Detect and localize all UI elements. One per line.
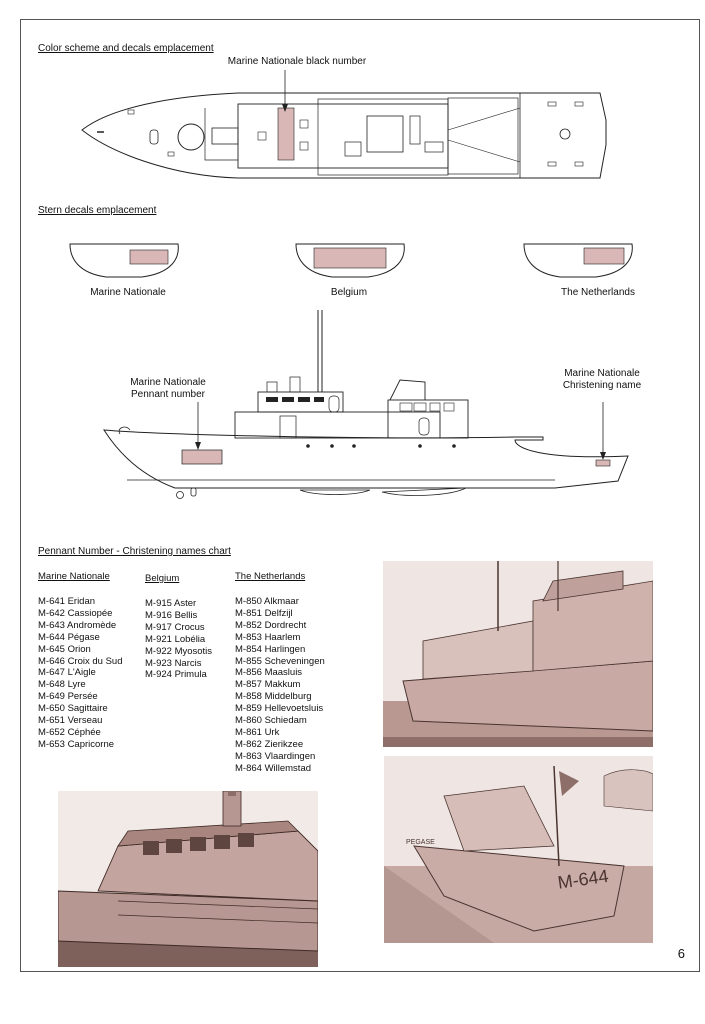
list-item: M-852 Dordrecht [235,619,307,631]
callout-christening-line2: Christening name [562,380,642,391]
list-item: M-641 Eridan [38,596,96,607]
list-item: M-851 Delfzijl [235,607,293,619]
list-item: M-653 Capricorne [38,738,115,750]
list-item: M-647 L'Aigle [38,667,96,679]
list-item: M-646 Croix du Sud [38,655,123,667]
list-item: M-857 Makkum [235,679,301,691]
list-item: M-649 Persée [38,691,98,703]
list-item: M-862 Zierikzee [235,738,304,750]
black-number-decal-zone [277,107,295,161]
list-netherlands: M-850 Alkmaar M-851 Delfzijl M-852 Dordr… [235,596,325,775]
pennant-number-decal-zone [181,449,223,465]
list-item: M-642 Cassiopée [38,607,113,619]
list-item: M-921 Lobélia [145,633,206,645]
list-item: M-651 Verseau [38,715,103,727]
list-item: M-917 Crocus [145,621,205,633]
list-item: M-860 Schiedam [235,715,307,727]
list-item: M-855 Scheveningen [235,655,325,667]
stern-view-marine-nationale [69,243,179,278]
column-title-netherlands: The Netherlands [235,571,306,582]
column-title-belgium: Belgium [145,573,180,584]
heading-stern-decals: Stern decals emplacement [38,205,157,216]
stern-view-netherlands [523,243,633,278]
list-item: M-645 Orion [38,643,91,655]
list-item: M-652 Céphée [38,726,101,738]
list-item: M-856 Maasluis [235,667,303,679]
list-marine-nationale: M-641 Eridan M-642 Cassiopée M-643 Andro… [38,596,122,751]
ship-side-view [103,310,629,499]
stern-label-netherlands: The Netherlands [561,287,635,298]
list-item: M-916 Bellis [145,609,198,621]
list-item: M-854 Harlingen [235,643,306,655]
page-number: 6 [677,946,685,961]
list-item: M-924 Primula [145,669,207,681]
heading-color-scheme: Color scheme and decals emplacement [38,43,214,54]
column-title-marine-nationale: Marine Nationale [38,571,110,582]
list-item: M-923 Narcis [145,657,202,669]
list-item: M-850 Alkmaar [235,596,299,607]
list-item: M-853 Haarlem [235,631,301,643]
christening-name-decal-zone [595,459,611,467]
stern-label-marine-nationale: Marine Nationale [90,287,166,298]
callout-pennant-number-line1: Marine Nationale [130,377,206,388]
stern-view-belgium [295,243,405,278]
ship-top-view [81,70,607,179]
list-item: M-863 Vlaardingen [235,750,316,762]
photo-bow-name-marking: PEGASE [406,839,435,846]
list-item: M-915 Aster [145,598,197,609]
list-item: M-650 Sagittaire [38,703,108,715]
list-item: M-864 Willemstad [235,762,312,774]
list-item: M-643 Andromède [38,619,117,631]
heading-pennant-chart: Pennant Number - Christening names chart [38,546,231,557]
list-item: M-859 Hellevoetsluis [235,703,324,715]
list-item: M-858 Middelburg [235,691,312,703]
callout-black-number: Marine Nationale black number [227,56,367,67]
photo-ship-moored-side [383,561,653,747]
list-item: M-922 Myosotis [145,645,213,657]
page-frame [20,19,700,972]
photo-ship-bow-m644: PEGASE M-644 [384,756,653,943]
stern-label-belgium: Belgium [330,287,368,298]
callout-pennant-number-line2: Pennant number [131,389,205,400]
photo-ship-bridge [58,791,318,967]
callout-christening-line1: Marine Nationale [564,368,640,379]
list-item: M-648 Lyre [38,679,86,691]
list-item: M-644 Pégase [38,631,100,643]
list-item: M-861 Urk [235,726,280,738]
list-belgium: M-915 Aster M-916 Bellis M-917 Crocus M-… [145,598,212,681]
